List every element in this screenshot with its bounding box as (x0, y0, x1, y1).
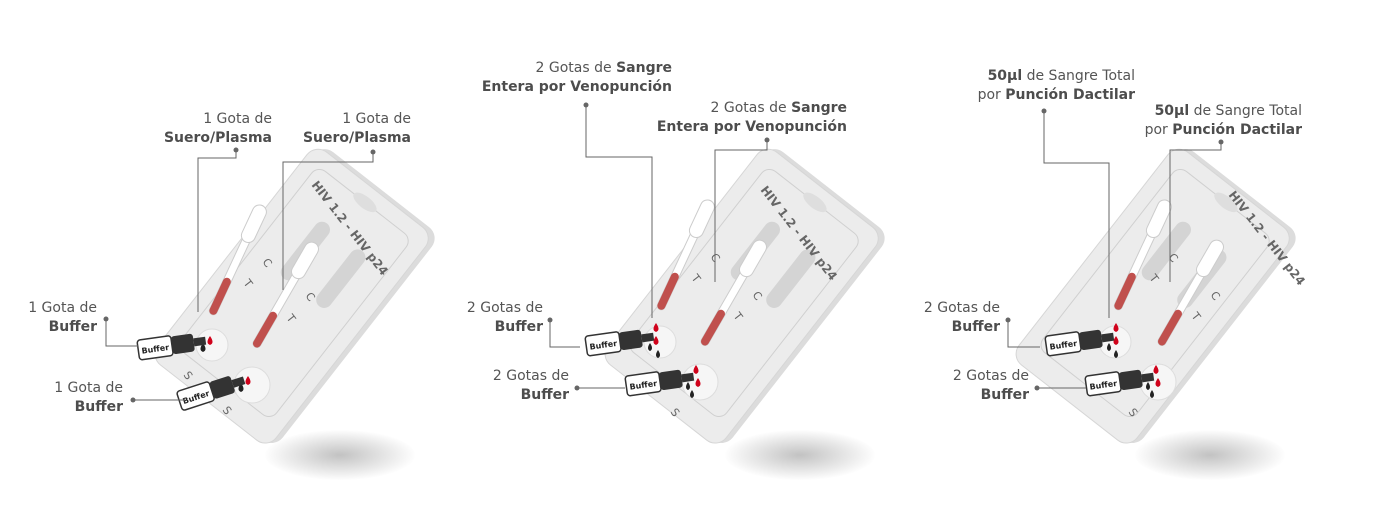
svg-text:Buffer: Buffer (589, 339, 618, 352)
svg-text:Buffer: Buffer (1089, 379, 1118, 392)
test-device-illustration: Buffer Buffer HIV 1.2 - HIV p24 C T C T … (547, 102, 885, 444)
panel-sangre-venopuncion: Buffer Buffer HIV 1.2 - HIV p24 C T C T … (460, 0, 920, 528)
svg-text:Buffer: Buffer (141, 343, 170, 356)
panel-suero-plasma: Buffer Buffer HIV 1.2 - HIV p24 C T C T … (0, 0, 460, 528)
panel-sangre-dactilar: Buffer Buffer HIV 1.2 - HIV p24 C T C T … (910, 0, 1380, 528)
device-shadow (265, 430, 415, 480)
test-device-illustration: Buffer Buffer HIV 1.2 - HIV p24 C T C T … (1005, 108, 1308, 444)
svg-text:Buffer: Buffer (629, 379, 658, 392)
device-shadow (1135, 430, 1285, 480)
svg-text:Buffer: Buffer (1049, 339, 1078, 352)
test-device-illustration: Buffer Buffer HIV 1.2 - HIV p24 C T C T … (103, 147, 435, 444)
device-shadow (725, 430, 875, 480)
